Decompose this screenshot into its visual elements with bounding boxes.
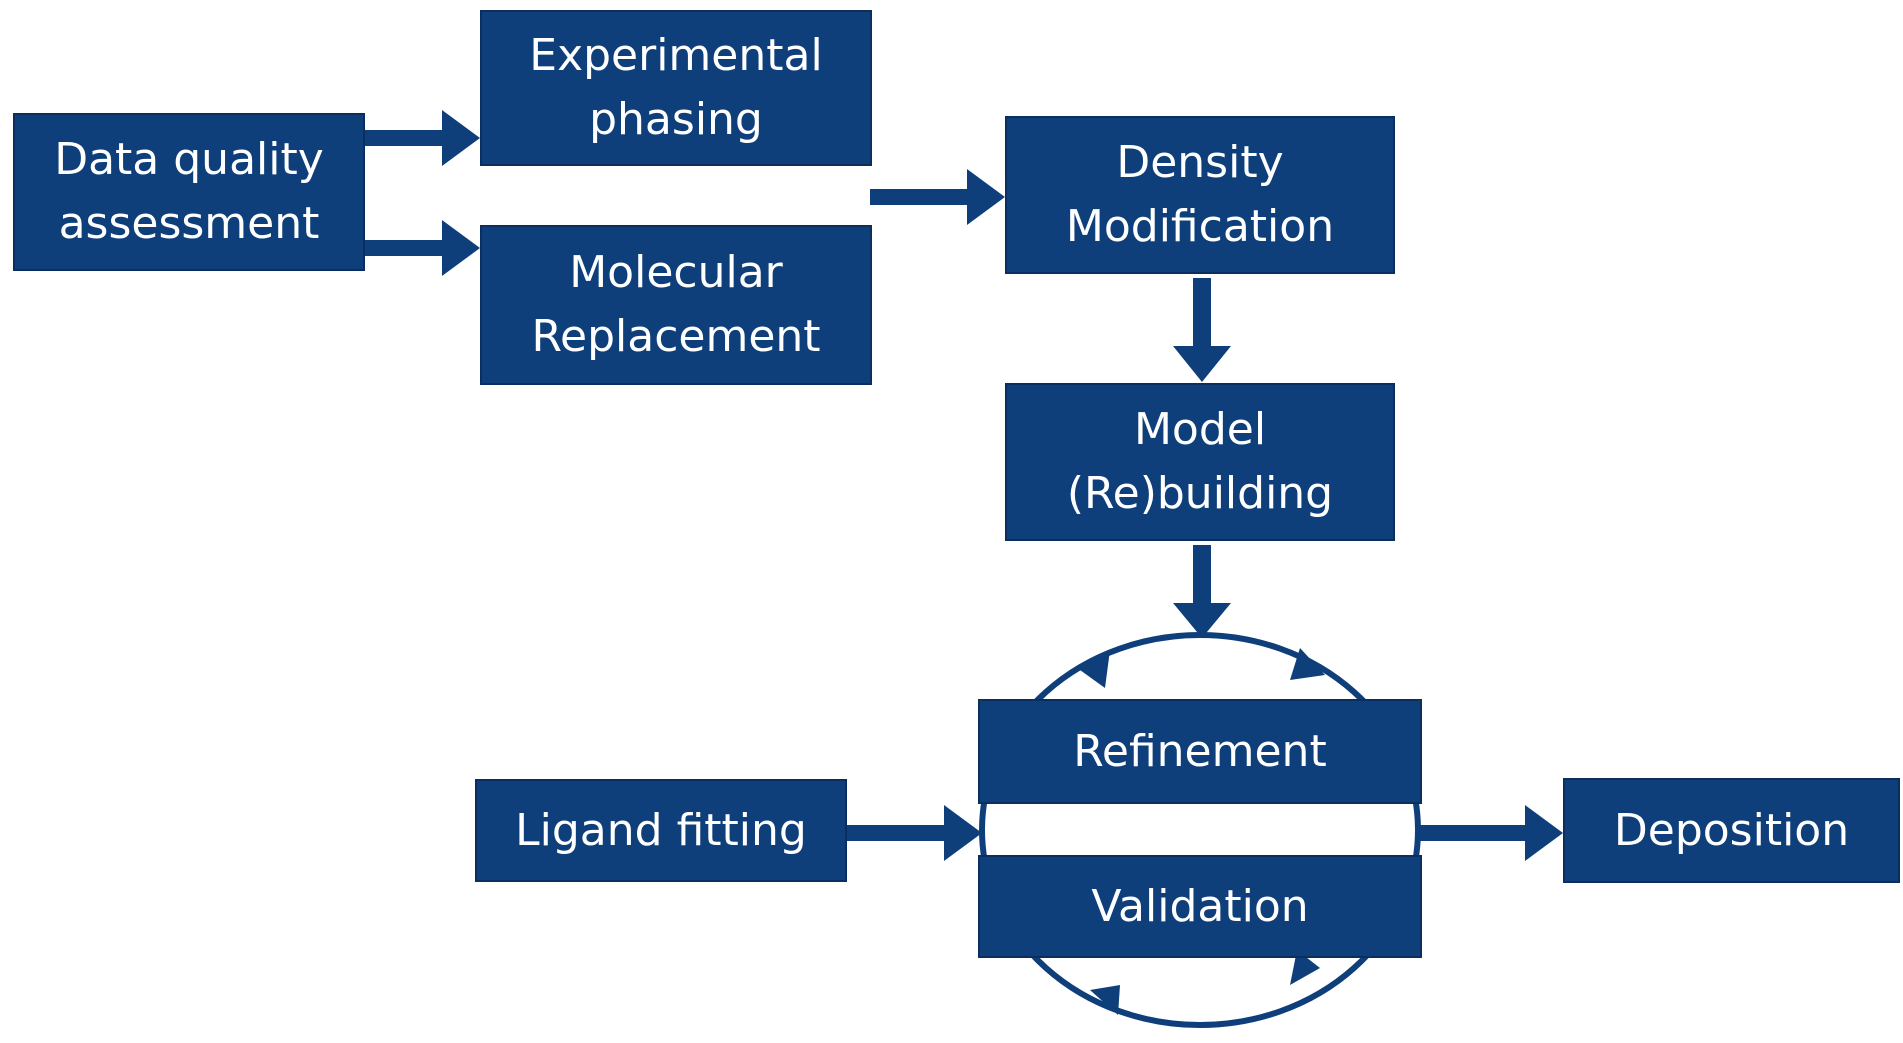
arrow-phasing-to-density [870,169,1005,225]
arrow-dataquality-to-phasing [365,110,480,166]
node-model-rebuilding-label: Model (Re)building [1066,404,1334,519]
node-validation-label: Validation [1091,880,1309,932]
node-refinement-label: Refinement [1073,725,1327,777]
node-density-modification-label: Density Modification [1065,137,1335,252]
arrow-model-to-refinement [1173,545,1231,638]
cycle-arrowhead-upper-left [1080,650,1110,688]
node-ligand-fitting: Ligand fitting [475,779,847,882]
node-deposition: Deposition [1563,778,1900,883]
node-validation: Validation [978,855,1422,958]
node-experimental-phasing: Experimental phasing [480,10,872,166]
cycle-arrowhead-lower-right [1290,950,1320,985]
node-refinement: Refinement [978,699,1422,804]
node-molecular-replacement-label: Molecular Replacement [531,247,821,362]
arrow-ligand-to-cycle [847,805,982,861]
refinement-validation-cycle [979,632,1421,1028]
node-molecular-replacement: Molecular Replacement [480,225,872,385]
arrow-dataquality-to-mr [365,220,480,276]
node-experimental-phasing-label: Experimental phasing [529,30,823,145]
cycle-arrowhead-lower-left [1090,985,1120,1015]
arrow-cycle-to-deposition [1418,805,1563,861]
node-density-modification: Density Modification [1005,116,1395,274]
node-data-quality-assessment-label: Data quality assessment [54,134,324,249]
node-ligand-fitting-label: Ligand fitting [515,804,807,856]
node-deposition-label: Deposition [1613,804,1850,856]
cycle-arrowhead-upper-right [1290,648,1325,680]
node-data-quality-assessment: Data quality assessment [13,113,365,271]
node-model-rebuilding: Model (Re)building [1005,383,1395,541]
arrow-density-to-model [1173,278,1231,382]
